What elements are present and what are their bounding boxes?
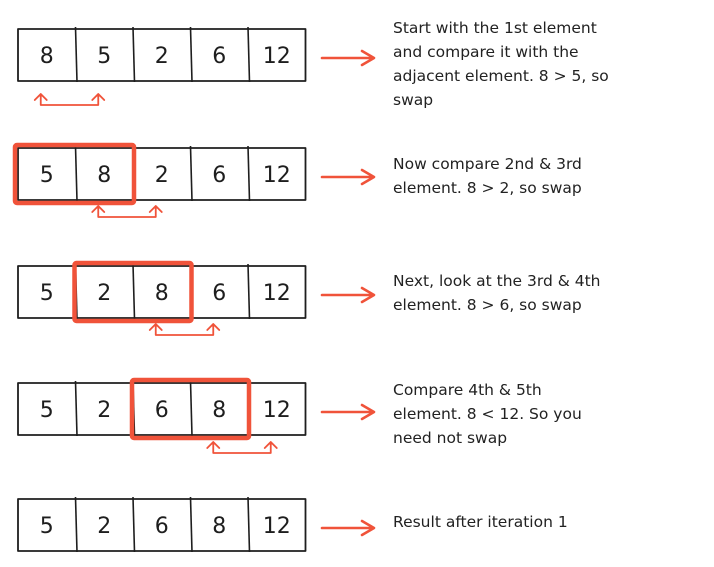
cell-value: 6	[155, 514, 169, 539]
array-outline	[17, 147, 307, 201]
array-row-1: 8 5 2 6 12	[17, 26, 376, 106]
cell-divider	[132, 496, 136, 553]
step-note-3: Next, look at the 3rd & 4th element. 8 >…	[393, 269, 693, 317]
cell-divider	[189, 496, 193, 553]
note-line: element. 8 < 12. So you	[393, 405, 582, 423]
cell-value: 12	[263, 163, 291, 188]
swap-arrow-icon	[33, 93, 106, 106]
cell-value: 5	[40, 398, 54, 423]
cell-value: 12	[263, 398, 291, 423]
cell-value: 2	[155, 163, 169, 188]
right-arrow-icon	[320, 519, 376, 537]
array-row-2: 5 8 2 6 12	[12, 142, 376, 218]
swap-arrow-icon	[91, 205, 163, 218]
cell-value: 8	[212, 514, 226, 539]
cell-divider	[189, 380, 193, 437]
cell-value: 12	[263, 281, 291, 306]
step-note-4: Compare 4th & 5th element. 8 < 12. So yo…	[393, 378, 693, 450]
note-line: Now compare 2nd & 3rd	[393, 155, 582, 173]
cell-divider	[132, 26, 136, 83]
right-arrow-icon	[320, 168, 376, 186]
note-line: Start with the 1st element	[393, 19, 597, 37]
cell-value: 12	[263, 44, 291, 69]
cell-divider	[132, 263, 136, 320]
note-line: and compare it with the	[393, 43, 579, 61]
right-arrow-icon	[320, 286, 376, 304]
swap-arrow-icon	[148, 323, 221, 336]
step-note-2: Now compare 2nd & 3rd element. 8 > 2, so…	[393, 152, 693, 200]
cell-divider	[247, 145, 251, 202]
note-line: swap	[393, 91, 434, 109]
cell-value: 2	[97, 514, 111, 539]
compare-highlight	[72, 260, 194, 324]
cell-value: 2	[155, 44, 169, 69]
array-row-4: 5 2 6 8 12	[17, 377, 376, 454]
cell-divider	[247, 263, 251, 320]
cell-divider	[189, 26, 193, 83]
array-outline	[17, 265, 307, 319]
cell-divider	[247, 26, 251, 83]
cell-value: 2	[97, 398, 111, 423]
cell-value: 8	[212, 398, 226, 423]
cell-value: 6	[212, 44, 226, 69]
cell-value: 8	[97, 163, 111, 188]
note-line: need not swap	[393, 429, 508, 447]
step-note-1: Start with the 1st element and compare i…	[393, 16, 693, 112]
note-line: element. 8 > 6, so swap	[393, 296, 582, 314]
step-note-5: Result after iteration 1	[393, 510, 693, 534]
cell-value: 5	[40, 163, 54, 188]
note-line: Compare 4th & 5th	[393, 381, 542, 399]
note-line: Result after iteration 1	[393, 513, 568, 531]
cell-value: 6	[212, 281, 226, 306]
cell-value: 5	[97, 44, 111, 69]
note-line: adjacent element. 8 > 5, so	[393, 67, 609, 85]
cell-value: 12	[263, 514, 291, 539]
cell-divider	[74, 380, 78, 437]
array-outline	[17, 498, 307, 552]
cell-value: 8	[155, 281, 169, 306]
cell-value: 8	[40, 44, 54, 69]
cell-value: 6	[212, 163, 226, 188]
right-arrow-icon	[320, 403, 376, 421]
cell-value: 5	[40, 281, 54, 306]
compare-highlight	[129, 377, 252, 441]
cell-divider	[74, 26, 78, 83]
array-row-3: 5 2 8 6 12	[17, 260, 376, 336]
cell-divider	[74, 145, 78, 202]
array-outline	[17, 28, 307, 82]
swap-arrow-icon	[206, 441, 278, 454]
cell-value: 6	[155, 398, 169, 423]
cell-value: 2	[97, 281, 111, 306]
cell-divider	[189, 145, 193, 202]
array-row-5: 5 2 6 8 12	[17, 496, 376, 553]
cell-divider	[74, 496, 78, 553]
cell-divider	[247, 496, 251, 553]
cell-value: 5	[40, 514, 54, 539]
note-line: Next, look at the 3rd & 4th	[393, 272, 601, 290]
array-outline	[17, 382, 307, 436]
compare-highlight	[12, 142, 137, 206]
note-line: element. 8 > 2, so swap	[393, 179, 582, 197]
right-arrow-icon	[320, 49, 376, 67]
